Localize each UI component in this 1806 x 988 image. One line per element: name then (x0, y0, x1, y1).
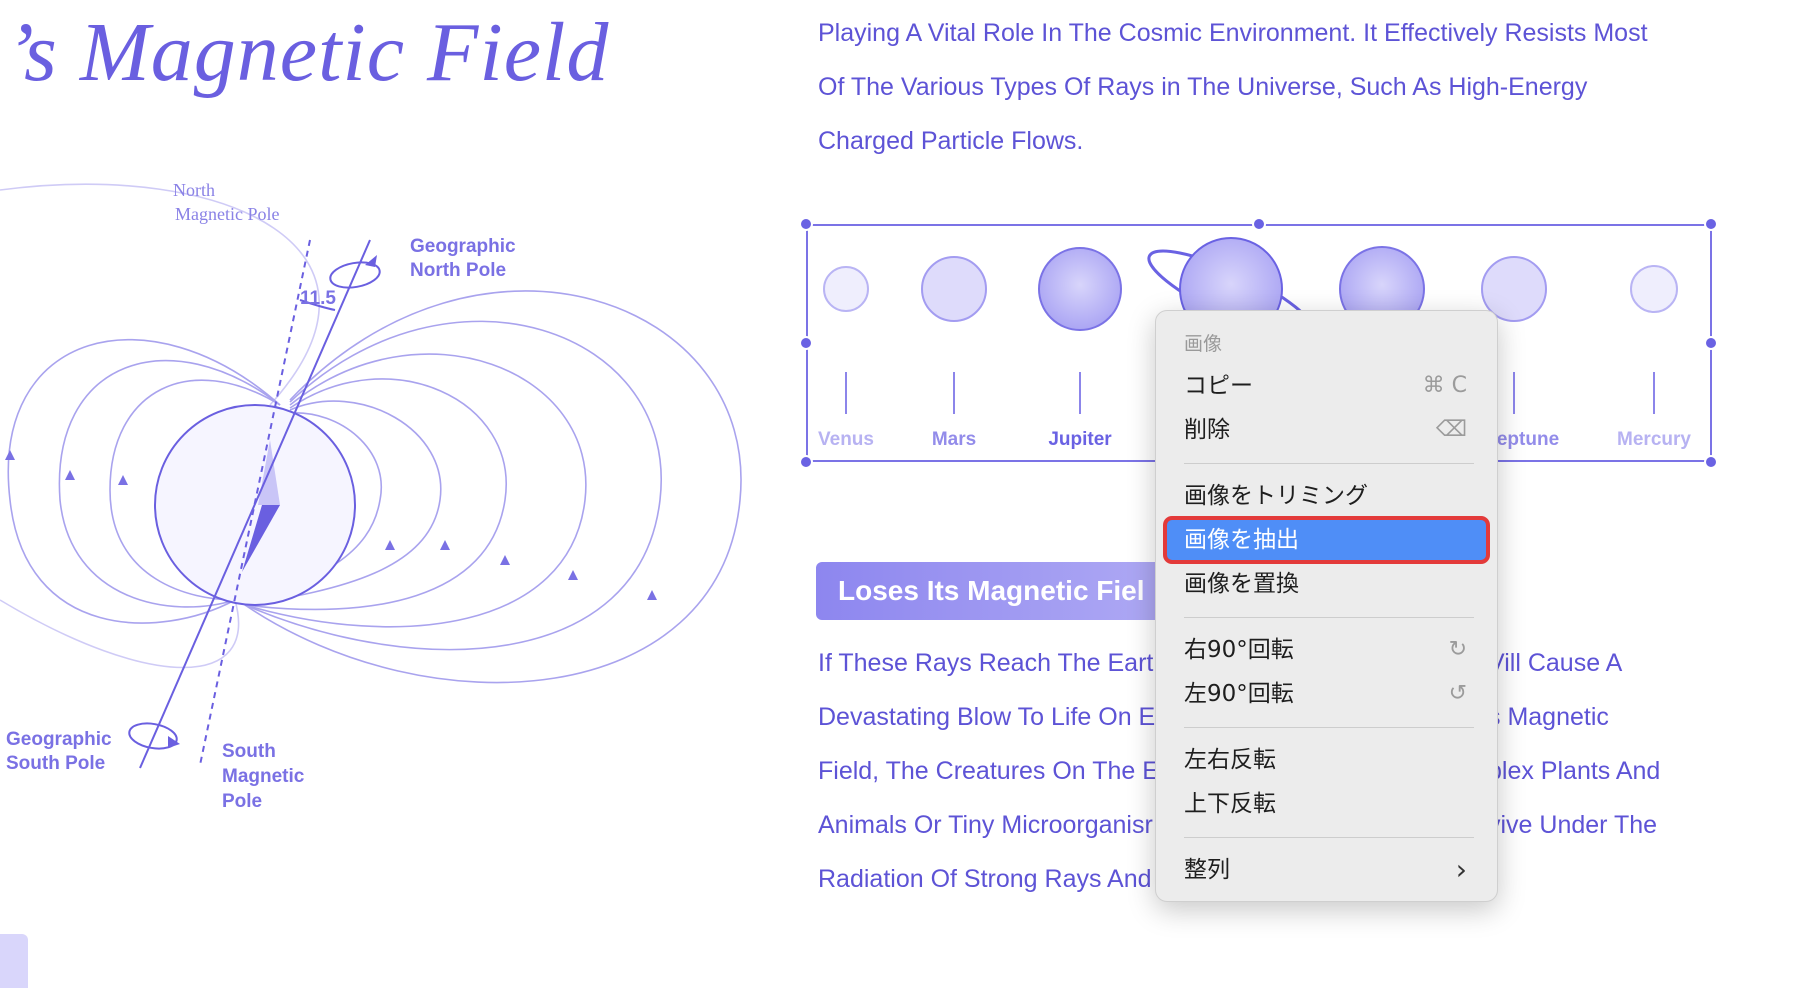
paragraph-bottom: If These Rays Reach The Eart Devastating… (818, 636, 1678, 906)
resize-handle-top[interactable] (1252, 217, 1266, 231)
geographic-north-pole-label-2: North Pole (410, 260, 506, 281)
south-magnetic-pole-label-1: South (222, 741, 276, 762)
resize-handle-top-right[interactable] (1704, 217, 1718, 231)
geographic-south-pole-label-2: South Pole (6, 753, 105, 774)
paragraph-bottom-line-2: Devastating Blow To Life On E (818, 703, 1156, 731)
axis-angle-label: 11.5 (300, 288, 336, 309)
context-menu: 画像 コピー ⌘ C 削除 ⌫ 画像をトリミング 画像を抽出 画像を置換 右90… (1155, 310, 1498, 902)
paragraph-bottom-line-3: Field, The Creatures On The E (818, 757, 1159, 785)
paragraph-bottom-right-3: plex Plants And (1488, 757, 1661, 785)
geographic-south-pole-label-1: Geographic (6, 729, 112, 750)
paragraph-top: Playing A Vital Role In The Cosmic Envir… (818, 6, 1678, 168)
paragraph-bottom-right-2: s Magnetic (1488, 703, 1609, 731)
rotate-right-icon: ↻ (1448, 637, 1467, 662)
south-magnetic-pole-label-2: Magnetic (222, 766, 305, 787)
paragraph-bottom-line-1: If These Rays Reach The Eart (818, 649, 1154, 677)
resize-handle-bottom-right[interactable] (1704, 455, 1718, 469)
menu-header: 画像 (1184, 333, 1223, 355)
menu-item-replace-image[interactable]: 画像を置換 (1184, 571, 1299, 597)
menu-separator (1184, 617, 1474, 618)
menu-separator (1184, 837, 1474, 838)
copy-shortcut: ⌘ C (1422, 373, 1467, 398)
north-magnetic-pole-label-2: Magnetic Pole (175, 204, 279, 224)
north-magnetic-pole-label-1: North (173, 180, 215, 200)
mars-label: Mars (932, 429, 976, 450)
paragraph-bottom-right-4: vive Under The (1488, 811, 1658, 839)
menu-item-copy[interactable]: コピー ⌘ C (1166, 365, 1487, 407)
resize-handle-left[interactable] (799, 336, 813, 350)
paragraph-bottom-right: Vill Cause A s Magnetic plex Plants And … (1488, 636, 1678, 852)
neptune-label: eptune (1497, 429, 1559, 450)
menu-separator (1184, 727, 1474, 728)
menu-item-delete[interactable]: 削除 ⌫ (1166, 409, 1487, 451)
paragraph-top-line-1: Playing A Vital Role In The Cosmic Envir… (818, 19, 1648, 47)
menu-item-extract-image[interactable]: 画像を抽出 (1163, 516, 1490, 564)
rotate-left-icon: ↺ (1448, 681, 1467, 706)
paragraph-bottom-line-4: Animals Or Tiny Microorganisr (818, 811, 1153, 839)
menu-item-crop-image[interactable]: 画像をトリミング (1184, 483, 1368, 509)
paragraph-top-line-3: Charged Particle Flows. (818, 127, 1084, 155)
delete-icon: ⌫ (1435, 417, 1467, 442)
chevron-right-icon: › (1455, 853, 1467, 886)
menu-item-arrange[interactable]: 整列 › (1166, 849, 1487, 891)
menu-separator (1184, 463, 1474, 464)
venus-planet (823, 266, 869, 312)
geographic-north-pole-label-1: Geographic (410, 236, 516, 257)
resize-handle-bottom-left[interactable] (799, 455, 813, 469)
paragraph-bottom-right-1: Vill Cause A (1488, 649, 1623, 677)
menu-item-flip-horizontal[interactable]: 左右反転 (1184, 747, 1276, 773)
resize-handle-top-left[interactable] (799, 217, 813, 231)
mercury-label: Mercury (1617, 429, 1691, 450)
paragraph-top-line-2: Of The Various Types Of Rays in The Univ… (818, 73, 1588, 101)
menu-item-flip-vertical[interactable]: 上下反転 (1184, 791, 1276, 817)
menu-item-rotate-left[interactable]: 左90°回転 ↺ (1166, 673, 1487, 715)
paragraph-bottom-line-5: Radiation Of Strong Rays And (818, 865, 1152, 893)
resize-handle-right[interactable] (1704, 336, 1718, 350)
menu-item-rotate-right[interactable]: 右90°回転 ↻ (1166, 629, 1487, 671)
south-magnetic-pole-label-3: Pole (222, 791, 262, 812)
jupiter-label: Jupiter (1048, 429, 1112, 450)
jupiter-planet (1038, 247, 1122, 331)
neptune-planet (1481, 256, 1547, 322)
venus-label: Venus (818, 429, 874, 450)
mars-planet (921, 256, 987, 322)
page-title: ’s Magnetic Field (6, 6, 610, 99)
mercury-planet (1630, 265, 1678, 313)
corner-tab[interactable] (0, 934, 28, 988)
magnetic-field-diagram: North Magnetic Pole Geographic North Pol… (0, 180, 742, 812)
